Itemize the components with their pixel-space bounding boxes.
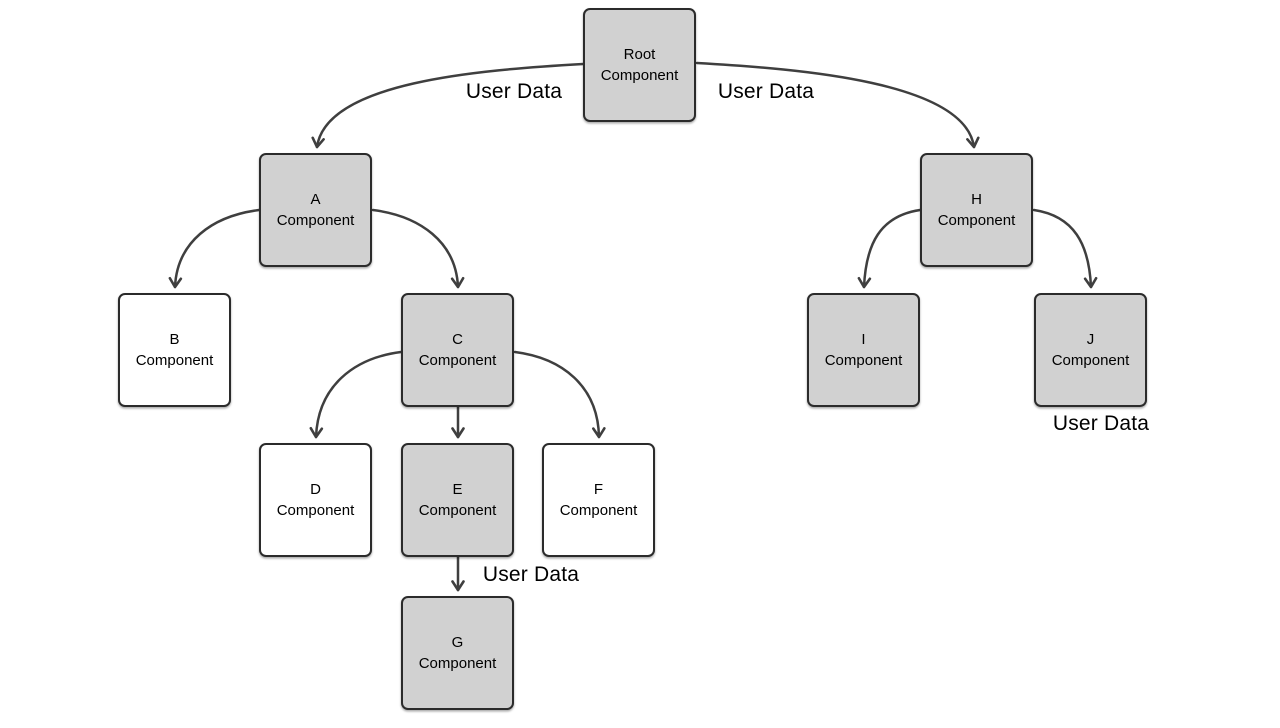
node-label: G: [451, 633, 464, 651]
edge-c-to-d: [309, 350, 403, 439]
node-label: I: [861, 330, 866, 348]
edge-label-user-data-e-g: User Data: [482, 563, 580, 586]
node-h-component: H Component: [920, 153, 1033, 267]
node-sublabel: Component: [276, 502, 355, 519]
node-f-component: F Component: [542, 443, 655, 557]
node-g-component: G Component: [401, 596, 514, 710]
node-sublabel: Component: [418, 502, 497, 519]
node-sublabel: Component: [824, 352, 903, 369]
node-label: A: [310, 190, 321, 208]
node-sublabel: Component: [418, 352, 497, 369]
node-sublabel: Component: [937, 212, 1016, 229]
node-i-component: I Component: [807, 293, 920, 407]
node-sublabel: Component: [600, 67, 679, 84]
node-sublabel: Component: [276, 212, 355, 229]
node-b-component: B Component: [118, 293, 231, 407]
node-label: C: [452, 330, 463, 348]
node-sublabel: Component: [135, 352, 214, 369]
node-sublabel: Component: [1051, 352, 1130, 369]
edge-label-user-data-h-j: User Data: [1052, 412, 1150, 435]
node-c-component: C Component: [401, 293, 514, 407]
edge-h-to-j: [1032, 208, 1098, 289]
edge-a-to-b: [168, 208, 261, 289]
node-label: Root: [623, 45, 656, 63]
edge-label-user-data-root-h: User Data: [717, 80, 815, 103]
node-sublabel: Component: [559, 502, 638, 519]
node-a-component: A Component: [259, 153, 372, 267]
node-label: J: [1086, 330, 1095, 348]
node-e-component: E Component: [401, 443, 514, 557]
edge-root-to-h: [695, 61, 980, 149]
node-root-component: Root Component: [583, 8, 696, 122]
node-label: B: [169, 330, 180, 348]
edge-a-to-c: [371, 208, 465, 289]
node-d-component: D Component: [259, 443, 372, 557]
node-label: D: [310, 480, 321, 498]
edge-c-to-f: [513, 350, 606, 439]
node-label: E: [452, 480, 463, 498]
node-label: F: [593, 480, 604, 498]
edge-root-to-a: [311, 62, 585, 149]
node-label: H: [971, 190, 982, 208]
edge-label-user-data-root-a: User Data: [465, 80, 563, 103]
node-sublabel: Component: [418, 655, 497, 672]
edge-h-to-i: [857, 208, 922, 289]
node-j-component: J Component: [1034, 293, 1147, 407]
